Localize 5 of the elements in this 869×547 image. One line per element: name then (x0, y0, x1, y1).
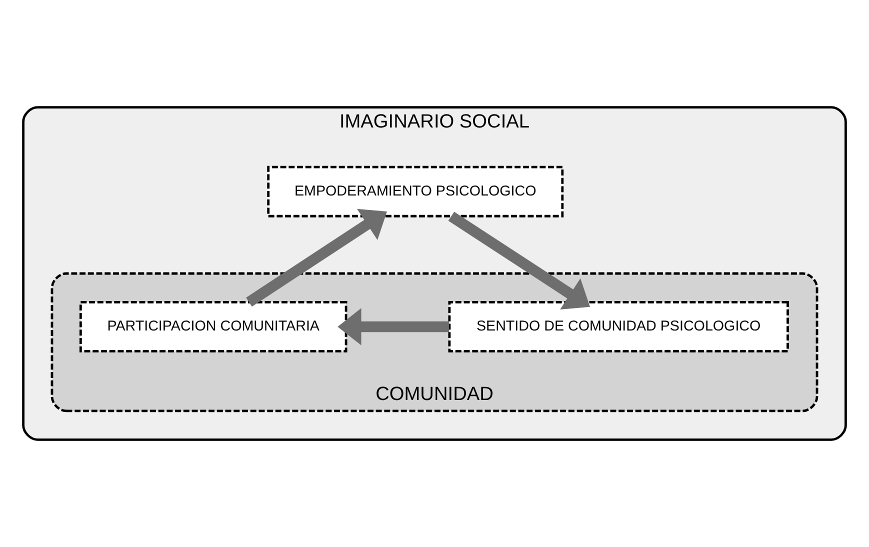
node-box: EMPODERAMIENTO PSICOLOGICO (267, 166, 564, 218)
node-box: PARTICIPACION COMUNITARIA (79, 301, 348, 352)
node-box: SENTIDO DE COMUNIDAD PSICOLOGICO (448, 301, 789, 352)
arrow (338, 308, 449, 346)
arrow (448, 212, 590, 310)
